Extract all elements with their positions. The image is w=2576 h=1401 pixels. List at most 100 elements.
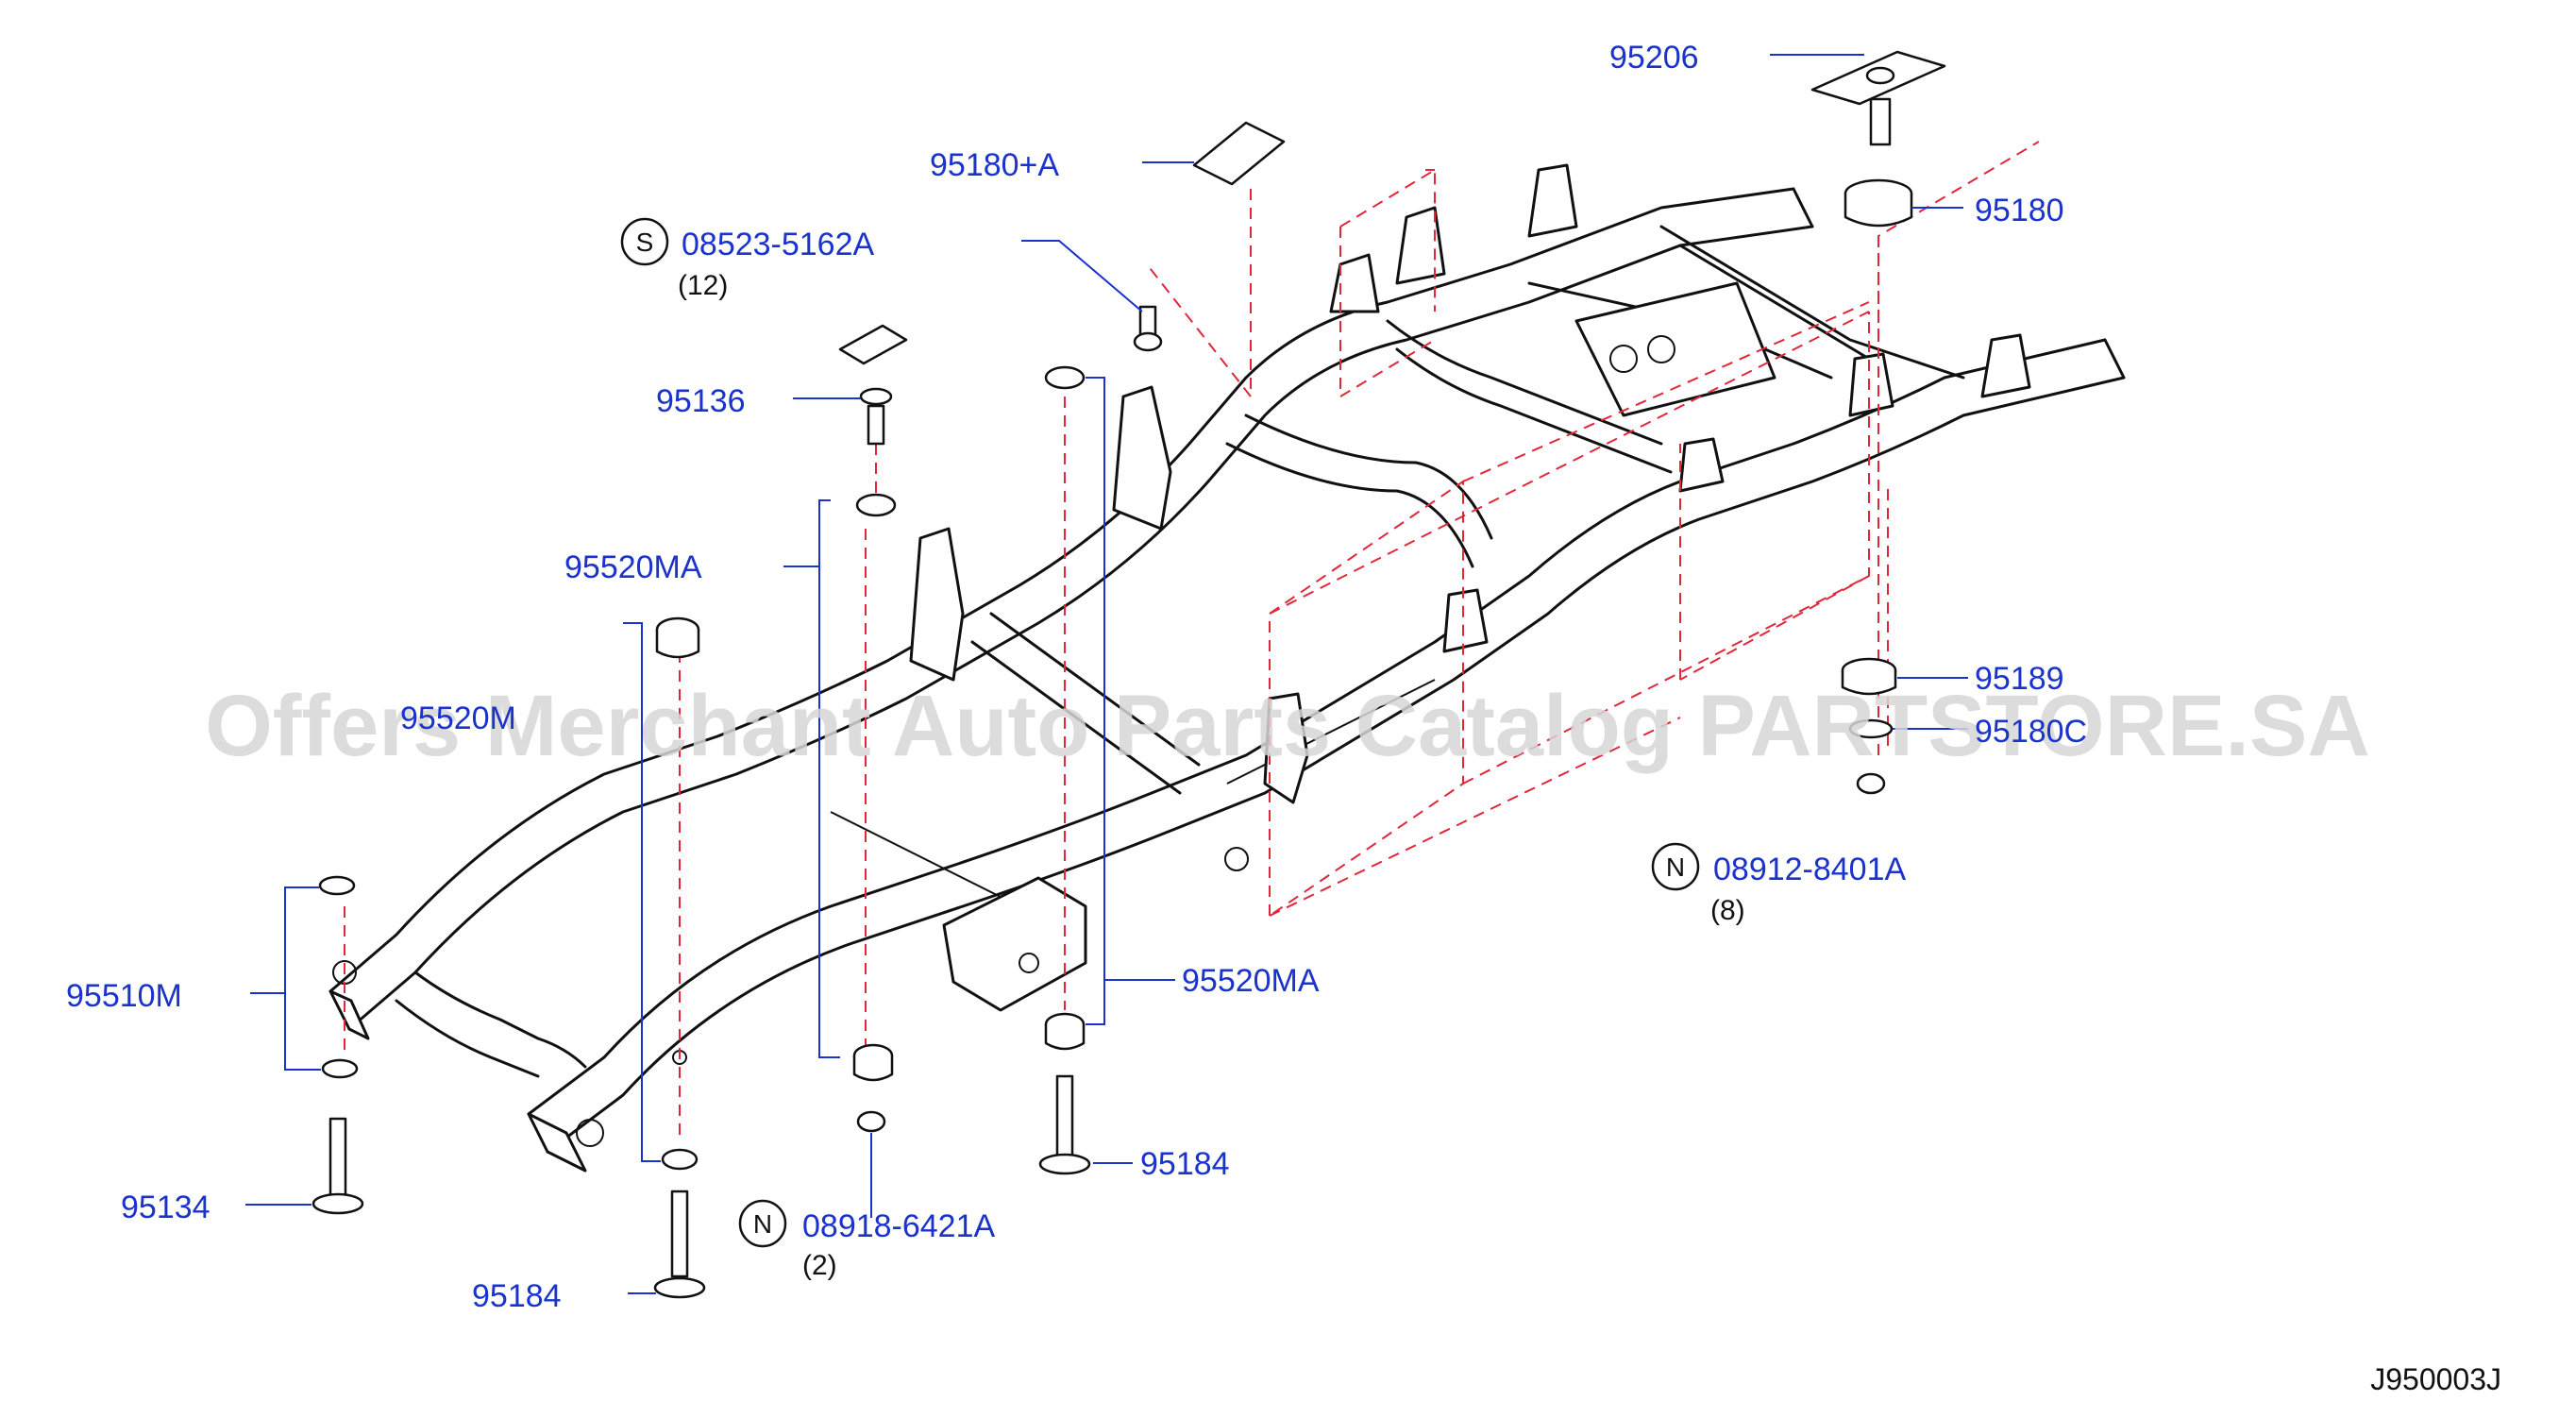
part-95520ma-top-1 [1044,365,1086,390]
callout-95510m[interactable]: 95510M [66,978,182,1014]
callout-95180a[interactable]: 95180+A [930,147,1059,183]
part-95134-shank [328,1117,347,1201]
front-plate-hole [1019,953,1039,973]
part-95184-right-head [1038,1153,1091,1175]
right-rail-front-end [527,1112,587,1173]
callout-08918-6421a[interactable]: 08918-6421A [802,1208,996,1244]
rail-hole-3 [1224,847,1249,871]
crossmember-2b [1244,414,1493,540]
callout-95520ma-top[interactable]: 95520MA [564,549,702,585]
callout-95184-left[interactable]: 95184 [472,1278,562,1314]
callout-08912-8401a[interactable]: 08912-8401A [1713,852,1907,887]
symbol-n-circle-1 [1651,842,1700,891]
bracket-right-1 [1263,692,1309,804]
part-95189-body [1841,670,1897,696]
loose-parts [311,50,1946,1299]
part-95520m-body [655,630,700,659]
crossmember-1b [989,612,1201,767]
guide-mid-rear [1339,168,1436,397]
guide-rear-low [1679,444,1870,681]
vehicle-frame-drawing [328,163,2126,1173]
symbol-n-1: N [1666,852,1685,882]
part-95520m-lower [661,1148,699,1171]
bracket-left-1 [909,527,965,682]
right-rail-outer [527,338,2107,1116]
callout-95520m[interactable]: 95520M [400,700,516,736]
front-crossmember-lower [395,999,540,1078]
callout-95180[interactable]: 95180 [1975,193,2064,228]
bracket-right-2 [1442,588,1489,653]
part-95184-left-shank [670,1190,689,1278]
part-08912-nut [1856,772,1886,795]
part-08918-nut [856,1110,886,1133]
part-95180a-pad [1192,121,1286,186]
qty-08523-5162a: (12) [678,270,728,301]
rear-gusset-hole-2 [1647,335,1675,363]
guide-95180a [1146,189,1252,399]
callout-95136[interactable]: 95136 [656,383,746,419]
bracket-left-2 [1112,385,1172,531]
front-plate-bracket [942,876,1087,1012]
leader-95520ma-top [783,499,840,1058]
bracket-left-5 [1527,163,1578,238]
part-95136-washer [859,387,893,406]
left-rail-outer [328,187,1795,993]
bracket-left-3 [1329,253,1380,313]
right-rail-inner [546,376,2126,1154]
rear-gusset-hole-1 [1609,345,1638,373]
crossmember-3b [1395,347,1673,474]
callout-95206[interactable]: 95206 [1609,40,1699,76]
callout-labels: 95206 95180+A 95180 S 08523-5162A (12) 9… [66,40,2087,1314]
part-95180c-washer [1848,718,1894,739]
guide-mid-rear-2 [1339,169,1436,397]
leader-08523 [1021,240,1143,312]
callout-95134[interactable]: 95134 [121,1190,210,1225]
left-rail-rear-end [1792,187,1814,228]
part-95136-stem [867,404,885,446]
part-95134-head [311,1192,364,1215]
front-crossmember [413,971,587,1069]
part-95520ma-top-2 [855,493,897,517]
callout-95189[interactable]: 95189 [1975,661,2064,697]
part-08523-bolt-head [1133,331,1163,352]
part-95520ma-lower-2-body [852,1055,894,1082]
callout-08523-5162a[interactable]: 08523-5162A [682,227,875,262]
bracket-left-4 [1395,206,1446,285]
part-95520ma-lower-1-body [1044,1024,1086,1051]
diagram-reference-code: J950003J [2370,1362,2501,1396]
callout-95520ma-bottom[interactable]: 95520MA [1182,963,1320,999]
part-95206-stem [1869,97,1892,146]
guide-box-outline-3 [1269,301,1870,917]
watermark-text: Offers Merchant Auto Parts Catalog PARTS… [205,678,2370,774]
leader-95510m [250,886,321,1071]
part-95510m-lower [321,1058,359,1079]
part-95180-body [1844,194,1913,228]
symbol-s: S [636,228,654,257]
part-95206-cap [1865,66,1895,85]
part-95510m-upper [318,875,356,896]
alignment-guides [344,141,2040,1142]
crossmember-rear [1659,225,1965,380]
crossmember-1 [970,640,1182,795]
symbol-n-2: N [753,1209,772,1239]
leader-lines [245,54,1968,1294]
part-95136-pad [838,324,908,365]
leader-95520m [623,622,661,1162]
bracket-right-3 [1678,437,1725,493]
rail-hole-1 [576,1119,604,1147]
callout-95184-right[interactable]: 95184 [1140,1146,1230,1182]
left-rail-inner [347,225,1814,1031]
bracket-right-5 [1980,333,2031,398]
callout-95180c[interactable]: 95180C [1975,714,2087,750]
left-rail-front-end [328,989,370,1040]
crossmember-2 [1225,442,1474,568]
leader-95520ma-bottom [1086,377,1175,1025]
qty-08918-6421a: (2) [802,1250,837,1281]
part-95184-left-head [653,1276,706,1299]
part-95184-right-shank [1055,1074,1074,1163]
symbol-n-circle-2 [738,1199,787,1248]
qty-08912-8401a: (8) [1710,895,1745,926]
bracket-right-4 [1848,352,1894,417]
crossmember-3 [1386,319,1663,446]
